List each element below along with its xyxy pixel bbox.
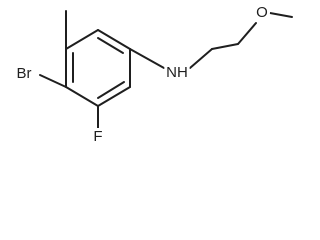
chemical-structure-canvas: Br F NH O <box>16 3 293 145</box>
ring-bond-bottom-right <box>97 86 131 107</box>
nitrogen-bond <box>129 48 165 69</box>
ring-bond-top-right <box>97 29 131 50</box>
side-chain-bond-4 <box>269 12 293 18</box>
ring-double-bond-inner-top <box>97 37 124 54</box>
molecule-diagram: Br F NH O <box>16 3 293 145</box>
bromine-label: Br <box>17 65 32 82</box>
oxygen-label: O <box>256 4 268 21</box>
side-chain-bond-1 <box>189 48 213 69</box>
side-chain-bond-2 <box>211 43 239 50</box>
ring-bond-top-left <box>65 29 99 50</box>
amine-label: NH <box>166 64 188 81</box>
bromine-bond <box>39 74 67 88</box>
fluorine-label: F <box>93 128 102 145</box>
ring-double-bond-inner-bottom <box>97 81 125 99</box>
ring-bond-bottom-left <box>65 86 99 107</box>
side-chain-bond-3 <box>237 22 257 45</box>
